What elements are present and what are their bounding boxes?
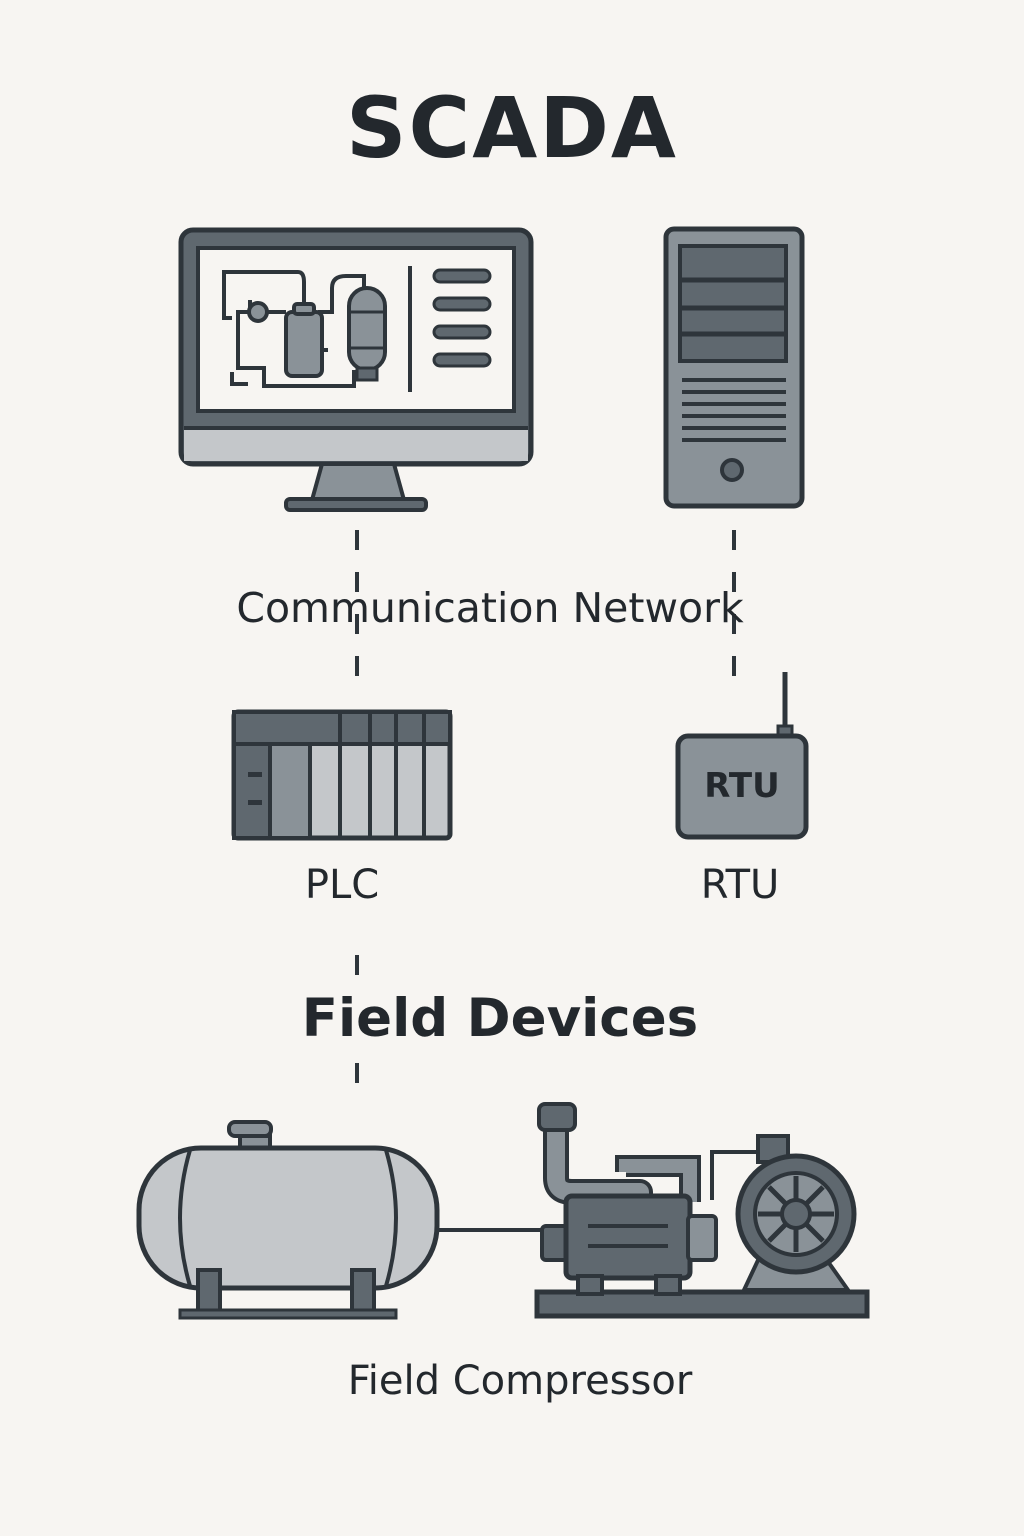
rtu-box-icon [675,672,809,840]
storage-tank-icon [136,1120,440,1320]
pump-motor-icon [534,1102,870,1319]
hmi-monitor-icon [178,227,534,512]
compressor-label: Field Compressor [347,1358,693,1404]
page-title: SCADA [346,79,678,177]
server-tower-icon [663,226,805,509]
plc-label: PLC [304,862,380,908]
rtu-badge-text: RTU [704,766,780,806]
network-label: Communication Network [236,584,744,632]
plc-rack-icon [231,709,453,841]
rtu-label: RTU [700,862,780,908]
field-devices-label: Field Devices [301,988,699,1049]
